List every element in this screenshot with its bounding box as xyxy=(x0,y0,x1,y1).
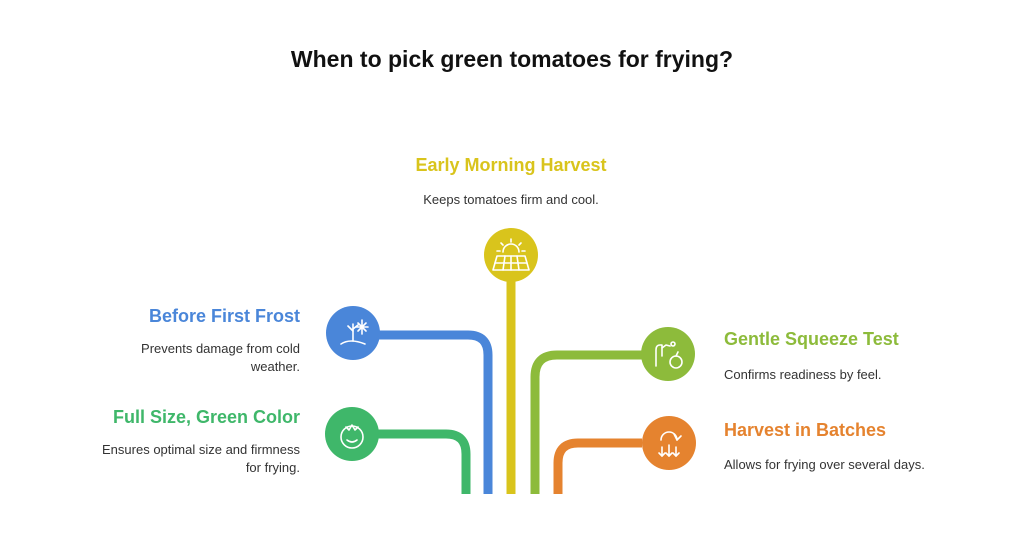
connector-batches xyxy=(553,438,642,494)
first-frost-title: Before First Frost xyxy=(148,306,300,326)
early-morning-desc: Keeps tomatoes firm and cool. xyxy=(423,192,599,207)
connector-full-size xyxy=(378,429,471,494)
batches-title: Harvest in Batches xyxy=(724,420,887,440)
frost-plant-icon xyxy=(340,319,369,345)
hand-fruit-icon xyxy=(655,341,683,369)
recycle-harvest-icon xyxy=(658,431,682,457)
tomato-icon xyxy=(340,424,364,449)
first-frost-node xyxy=(326,306,380,360)
connector-first-frost xyxy=(378,330,493,494)
early-morning-title: Early Morning Harvest xyxy=(415,155,607,175)
early-morning-node xyxy=(484,228,538,282)
squeeze-test-title: Gentle Squeeze Test xyxy=(724,329,899,349)
first-frost-desc-line2: weather. xyxy=(250,359,300,374)
squeeze-test-node xyxy=(641,327,695,381)
connector-squeeze-test xyxy=(530,350,642,494)
batches-node xyxy=(642,416,696,470)
full-size-title: Full Size, Green Color xyxy=(112,407,300,427)
sunrise-field-icon xyxy=(492,238,530,271)
squeeze-test-desc: Confirms readiness by feel. xyxy=(724,367,882,382)
full-size-node xyxy=(325,407,379,461)
page-title: When to pick green tomatoes for frying? xyxy=(290,46,734,72)
batches-desc: Allows for frying over several days. xyxy=(724,457,925,472)
full-size-desc-line2: for frying. xyxy=(245,460,300,475)
first-frost-desc-line1: Prevents damage from cold xyxy=(141,341,300,356)
full-size-desc-line1: Ensures optimal size and firmness xyxy=(102,442,300,457)
